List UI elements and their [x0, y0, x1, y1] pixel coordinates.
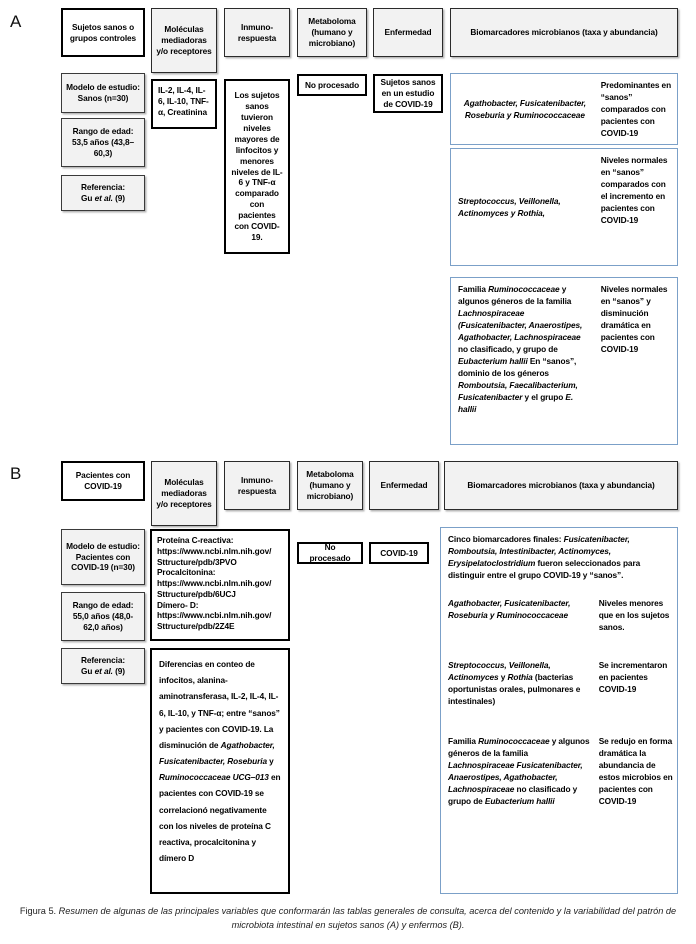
header-b-molecules: Moléculas mediadoras y/o receptores [151, 461, 217, 526]
biomarker-b-note-3: Se redujo en forma dramática la abundanc… [598, 736, 673, 807]
biomarker-a-note-3: Niveles normales en “sanos” y disminució… [600, 284, 668, 355]
biomarker-a-row-3: Familia Ruminococcaceae y algunos género… [450, 277, 678, 445]
molecule-line: Dímero- D: [157, 599, 199, 610]
header-b-immune: Inmuno-respuesta [224, 461, 290, 510]
content-b-immune: Diferencias en conteo de infocitos, alan… [150, 648, 290, 894]
content-a-disease: Sujetos sanos en un estudio de COVID-19 [373, 74, 443, 113]
content-b-molecules: Proteína C-reactiva: https://www.ncbi.nl… [150, 529, 290, 641]
meta-b-age: Rango de edad: 55,0 años (48,0-62,0 años… [61, 592, 145, 641]
meta-b-model: Modelo de estudio: Pacientes con COVID-1… [61, 529, 145, 585]
meta-a-reference: Referencia:Gu et al. (9) [61, 175, 145, 211]
content-b-metabolome: No procesado [297, 542, 363, 564]
molecule-line: Procalcitonina: [157, 567, 216, 578]
content-b-disease: COVID-19 [369, 542, 429, 564]
meta-a-reference-text: Referencia:Gu et al. (9) [80, 182, 126, 203]
meta-a-age: Rango de edad: 53,5 años (43,8–60,3) [61, 118, 145, 167]
molecule-line: Proteína C-reactiva: [157, 535, 234, 545]
biomarker-a-row-1: Agathobacter, Fusicatenibacter, Roseburi… [450, 73, 678, 145]
header-a-immune: Inmuno-respuesta [224, 8, 290, 57]
biomarker-b-taxa-3: Familia Ruminococcaceae y algunos género… [448, 736, 590, 807]
header-b-metabolome: Metaboloma (humano y microbiano) [297, 461, 363, 510]
biomarker-a-note-2: Niveles normales en “sanos” comparados c… [600, 155, 668, 226]
panel-b-letter: B [10, 464, 22, 483]
molecule-line: Sttructure/pdb/2Z4E [157, 621, 235, 632]
biomarker-a-row-2: Streptococcus, Veillonella, Actinomyces … [450, 148, 678, 266]
header-a-subjects: Sujetos sanos o grupos controles [61, 8, 145, 57]
molecule-line: https://www.ncbi.nlm.nih.gov/ [157, 578, 272, 589]
meta-a-model: Modelo de estudio: Sanos (n=30) [61, 73, 145, 113]
biomarker-a-taxa-1: Agathobacter, Fusicatenibacter, Roseburi… [463, 97, 587, 120]
header-a-disease: Enfermedad [373, 8, 443, 57]
header-b-biomarkers: Biomarcadores microbianos (taxa y abunda… [444, 461, 678, 510]
header-b-patients: Pacientes con COVID-19 [61, 461, 145, 501]
biomarker-b-row-1: Agathobacter, Fusicatenibacter, Roseburi… [441, 583, 677, 633]
molecule-line: https://www.ncbi.nlm.nih.gov/ [157, 610, 272, 621]
panel-a-letter: A [10, 12, 22, 31]
biomarker-a-taxa-2: Streptococcus, Veillonella, Actinomyces … [458, 195, 561, 218]
biomarker-b-taxa-1: Agathobacter, Fusicatenibacter, Roseburi… [448, 598, 571, 621]
biomarker-b-row-3: Familia Ruminococcaceae y algunos género… [441, 707, 677, 807]
molecule-line: Sttructure/pdb/6UCJ [157, 588, 236, 599]
molecule-line: Sttructure/pdb/3PVO [157, 556, 237, 567]
molecule-line: https://www.ncbi.nlm.nih.gov/ [157, 545, 272, 556]
header-a-metabolome: Metaboloma (humano y microbiano) [297, 8, 367, 57]
header-b-disease: Enfermedad [369, 461, 439, 510]
content-a-immune: Los sujetos sanos tuvieron niveles mayor… [224, 79, 290, 254]
content-b-immune-text: Diferencias en conteo de infocitos, alan… [159, 659, 281, 864]
figure-caption: Figura 5. Resumen de algunas de las prin… [18, 904, 678, 933]
meta-b-reference: Referencia:Gu et al. (9) [61, 648, 145, 684]
biomarker-a-note-1: Predominantes en “sanos” comparados con … [600, 80, 672, 139]
biomarker-b-container: Cinco biomarcadores finales: Fusicatenib… [440, 527, 678, 894]
header-a-biomarkers: Biomarcadores microbianos (taxa y abunda… [450, 8, 678, 57]
biomarker-b-taxa-2: Streptococcus, Veillonella, Actinomyces … [448, 660, 581, 707]
caption-label: Figura 5. [19, 906, 57, 916]
header-a-molecules: Moléculas mediadoras y/o receptores [151, 8, 217, 73]
biomarker-b-row-2: Streptococcus, Veillonella, Actinomyces … [441, 633, 677, 707]
caption-text: Resumen de algunas de las principales va… [58, 906, 677, 931]
biomarker-b-intro: Cinco biomarcadores finales: Fusicatenib… [448, 534, 641, 581]
biomarker-b-note-2: Se incrementaron en pacientes COVID-19 [598, 660, 668, 695]
content-a-molecules: IL-2, IL-4, IL-6, IL-10, TNF-α, Creatini… [151, 79, 217, 129]
content-a-metabolome: No procesado [297, 74, 367, 96]
meta-b-reference-text: Referencia:Gu et al. (9) [80, 655, 126, 676]
biomarker-a-taxa-3: Familia Ruminococcaceae y algunos género… [458, 284, 583, 415]
biomarker-b-note-1: Niveles menores que en los sujetos sanos… [598, 598, 670, 633]
